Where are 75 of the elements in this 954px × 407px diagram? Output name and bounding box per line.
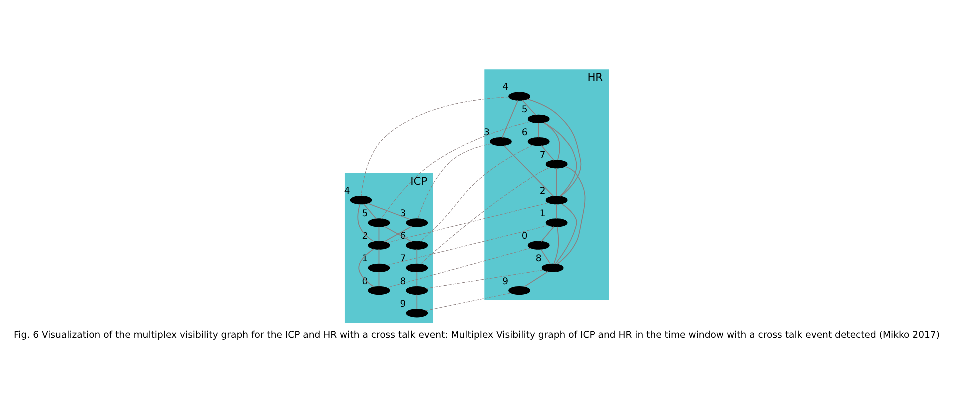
connector bbox=[361, 96, 510, 196]
connector bbox=[556, 166, 586, 264]
node-ellipse bbox=[406, 240, 428, 250]
node-label: 5 bbox=[362, 208, 368, 219]
connector bbox=[416, 271, 418, 287]
node-label: 5 bbox=[522, 104, 528, 116]
connector bbox=[544, 122, 578, 196]
node-label: 2 bbox=[362, 230, 368, 242]
connector bbox=[381, 121, 531, 219]
connector bbox=[387, 202, 549, 243]
connector bbox=[543, 122, 560, 160]
connector bbox=[504, 144, 554, 196]
connector bbox=[556, 203, 558, 219]
node-label: 9 bbox=[502, 276, 509, 287]
node-label: 6 bbox=[522, 126, 528, 138]
connector bbox=[420, 166, 551, 264]
node-label: 3 bbox=[484, 126, 490, 138]
node-label: 7 bbox=[540, 149, 546, 160]
node-ellipse bbox=[546, 160, 568, 168]
connector bbox=[367, 202, 411, 220]
connector bbox=[541, 226, 554, 242]
node-label: 9 bbox=[400, 298, 406, 310]
node-ellipse bbox=[490, 136, 512, 146]
node-label: 6 bbox=[400, 230, 406, 242]
node-ellipse bbox=[546, 218, 568, 227]
node-ellipse bbox=[406, 263, 428, 272]
node-ellipse bbox=[368, 263, 390, 272]
caption: Fig. 6 Visualization of the multiplex visibility graph for the ICP and HR with a cross talk event: Multiplex Visibility graph of ICP and HR in the time window with a cross talk event detected (Mikko 2017) bbox=[14, 330, 940, 341]
node-ellipse bbox=[542, 263, 564, 272]
connector bbox=[387, 224, 549, 266]
node-label: 3 bbox=[400, 208, 406, 219]
connector bbox=[418, 143, 492, 219]
connector bbox=[502, 100, 519, 138]
connector bbox=[378, 248, 380, 264]
connector bbox=[416, 294, 418, 310]
node-ellipse bbox=[406, 308, 428, 318]
connector bbox=[386, 248, 532, 288]
node-label: 0 bbox=[522, 230, 528, 242]
node-ellipse bbox=[546, 196, 568, 204]
node-label: 1 bbox=[540, 208, 546, 219]
node-label: 2 bbox=[540, 185, 546, 196]
connector bbox=[540, 248, 551, 264]
node-ellipse bbox=[350, 196, 372, 204]
connector bbox=[358, 248, 375, 288]
node-label: 4 bbox=[502, 82, 509, 93]
connector bbox=[522, 100, 536, 116]
connector bbox=[416, 248, 418, 264]
connector bbox=[541, 144, 555, 160]
connector bbox=[554, 226, 560, 264]
connector bbox=[555, 203, 578, 264]
node-ellipse bbox=[406, 218, 428, 227]
connector bbox=[524, 270, 549, 287]
node-label: 8 bbox=[536, 253, 542, 264]
connector bbox=[378, 226, 380, 242]
connector bbox=[358, 203, 375, 242]
node-ellipse bbox=[406, 286, 428, 295]
connector bbox=[420, 144, 534, 242]
connector bbox=[556, 168, 558, 196]
connector bbox=[364, 203, 377, 219]
connector bbox=[426, 270, 544, 288]
node-ellipse bbox=[528, 136, 550, 146]
node-ellipse bbox=[508, 92, 531, 100]
node-label: 7 bbox=[400, 253, 406, 264]
connector bbox=[378, 271, 380, 287]
node-ellipse bbox=[368, 218, 390, 227]
node-label: 8 bbox=[400, 276, 406, 287]
connector bbox=[384, 226, 412, 242]
node-ellipse bbox=[528, 114, 550, 124]
node-ellipse bbox=[368, 286, 390, 295]
node-ellipse bbox=[528, 240, 550, 250]
node-ellipse bbox=[508, 286, 531, 295]
connector bbox=[527, 98, 582, 196]
connector bbox=[538, 122, 540, 138]
connector bbox=[425, 292, 512, 311]
node-ellipse bbox=[368, 240, 390, 250]
